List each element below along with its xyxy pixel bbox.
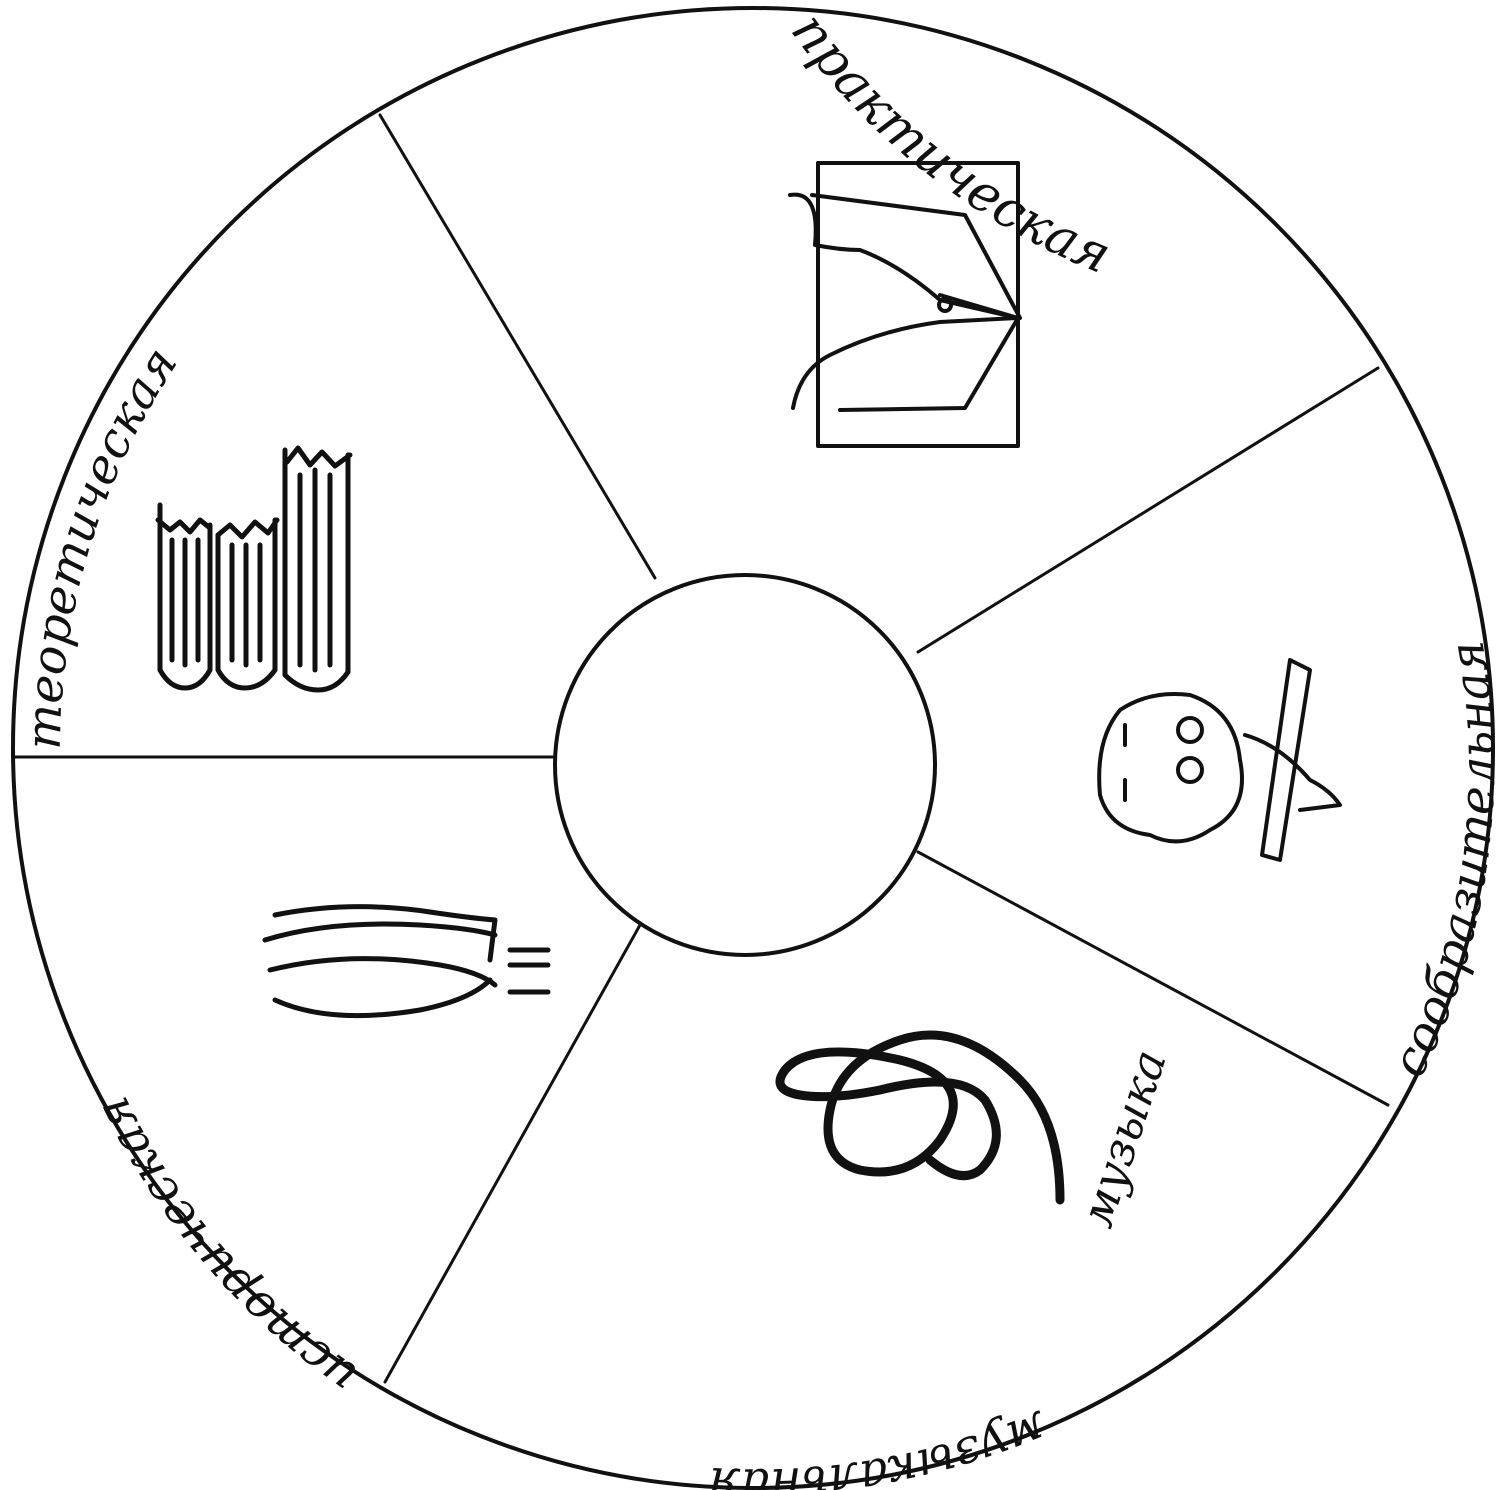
books-icon (158, 448, 350, 690)
label-ingenuity: сообразительная (1380, 637, 1506, 1085)
label-music-inner: музыка (1069, 1043, 1177, 1233)
child-with-pencil-icon (1099, 660, 1340, 860)
label-practical: практическая (779, 2, 1119, 286)
divider-theory-practical (380, 115, 655, 578)
treble-clef-icon (780, 1035, 1060, 1200)
boat-icon (265, 907, 548, 1016)
label-historical: историческая (84, 1088, 367, 1406)
center-circle (555, 575, 935, 955)
label-musical: музыкальная (707, 1399, 1057, 1490)
divider-practical-ingenuity (918, 368, 1378, 652)
